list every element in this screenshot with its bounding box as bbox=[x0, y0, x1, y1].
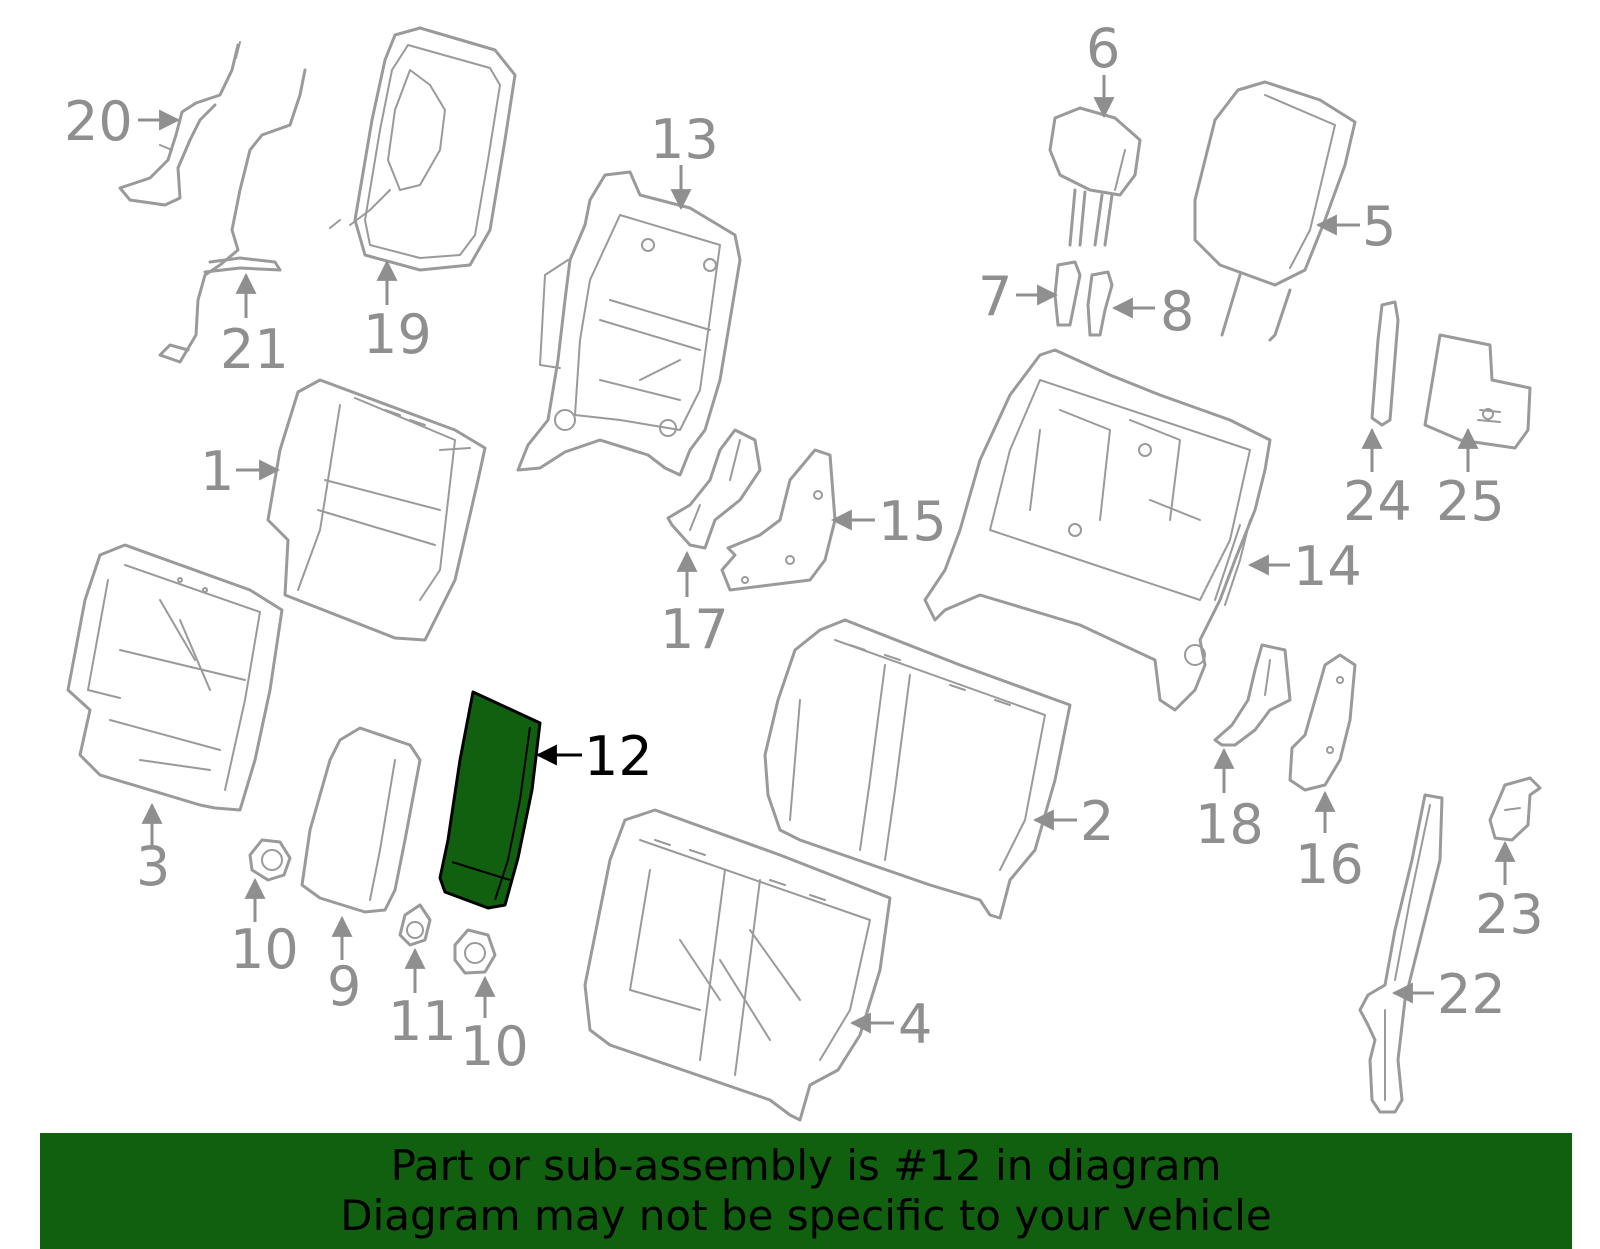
part-25-module bbox=[1423, 333, 1532, 450]
callout-23: 23 bbox=[1475, 883, 1544, 946]
callout-6: 6 bbox=[1086, 17, 1120, 80]
part-6-headrest bbox=[1048, 106, 1142, 247]
part-4-cushion bbox=[583, 808, 892, 1122]
callout-2: 2 bbox=[1080, 790, 1114, 853]
callout-4: 4 bbox=[898, 993, 932, 1056]
callout-22: 22 bbox=[1437, 963, 1506, 1026]
callout-labels: 20 21 19 13 6 5 7 8 1 15 17 24 25 14 18 … bbox=[64, 17, 1544, 1078]
part-11-clip bbox=[398, 903, 432, 947]
callout-18: 18 bbox=[1195, 793, 1264, 856]
callout-11: 11 bbox=[388, 990, 457, 1053]
part-1-seatback-cover bbox=[266, 378, 487, 642]
callout-1: 1 bbox=[200, 440, 234, 503]
banner-line-1: Part or sub-assembly is #12 in diagram bbox=[390, 1141, 1222, 1190]
part-12-filler-panel bbox=[438, 690, 542, 910]
callout-25: 25 bbox=[1436, 470, 1505, 533]
callout-3: 3 bbox=[136, 835, 170, 898]
callout-10-right: 10 bbox=[460, 1015, 529, 1078]
part-7-guide bbox=[1053, 260, 1082, 327]
part-24-strip bbox=[1370, 300, 1400, 427]
callout-15: 15 bbox=[878, 490, 947, 553]
part-21-harness bbox=[158, 68, 307, 364]
part-15-bracket bbox=[720, 448, 837, 592]
part-17-bracket bbox=[666, 428, 762, 550]
info-banner: Part or sub-assembly is #12 in diagram D… bbox=[40, 1133, 1572, 1249]
callout-14: 14 bbox=[1293, 535, 1362, 598]
callout-17: 17 bbox=[660, 598, 729, 661]
callout-9: 9 bbox=[327, 955, 361, 1018]
callout-24: 24 bbox=[1343, 470, 1412, 533]
banner-line-2: Diagram may not be specific to your vehi… bbox=[340, 1191, 1272, 1240]
callout-5: 5 bbox=[1362, 195, 1396, 258]
callout-12: 12 bbox=[584, 725, 653, 788]
callout-20: 20 bbox=[64, 90, 133, 153]
part-23-clip bbox=[1488, 776, 1542, 842]
part-20-harness bbox=[118, 41, 241, 207]
part-13-seatback-frame bbox=[516, 170, 742, 477]
part-22-belt bbox=[1358, 793, 1444, 1114]
callout-10-left: 10 bbox=[230, 918, 299, 981]
part-14-seatback-frame bbox=[923, 348, 1272, 712]
part-5-headrest-large bbox=[1193, 80, 1357, 342]
callout-13: 13 bbox=[650, 108, 719, 171]
callout-16: 16 bbox=[1295, 833, 1364, 896]
callout-arrows bbox=[138, 75, 1516, 1034]
part-3-cushion-cover bbox=[66, 543, 284, 812]
part-8-guide bbox=[1086, 270, 1114, 337]
part-16-bracket bbox=[1288, 653, 1357, 792]
part-10-nut-right bbox=[453, 928, 497, 975]
callout-8: 8 bbox=[1160, 280, 1194, 343]
part-9-armrest bbox=[300, 726, 422, 914]
part-10-nut-left bbox=[248, 838, 292, 882]
part-2-seatback-cover bbox=[763, 618, 1072, 920]
callout-7: 7 bbox=[978, 265, 1012, 328]
callout-21: 21 bbox=[220, 318, 289, 381]
part-18-bracket bbox=[1213, 643, 1292, 747]
part-19-heater-pad bbox=[329, 26, 517, 272]
callout-19: 19 bbox=[363, 303, 432, 366]
